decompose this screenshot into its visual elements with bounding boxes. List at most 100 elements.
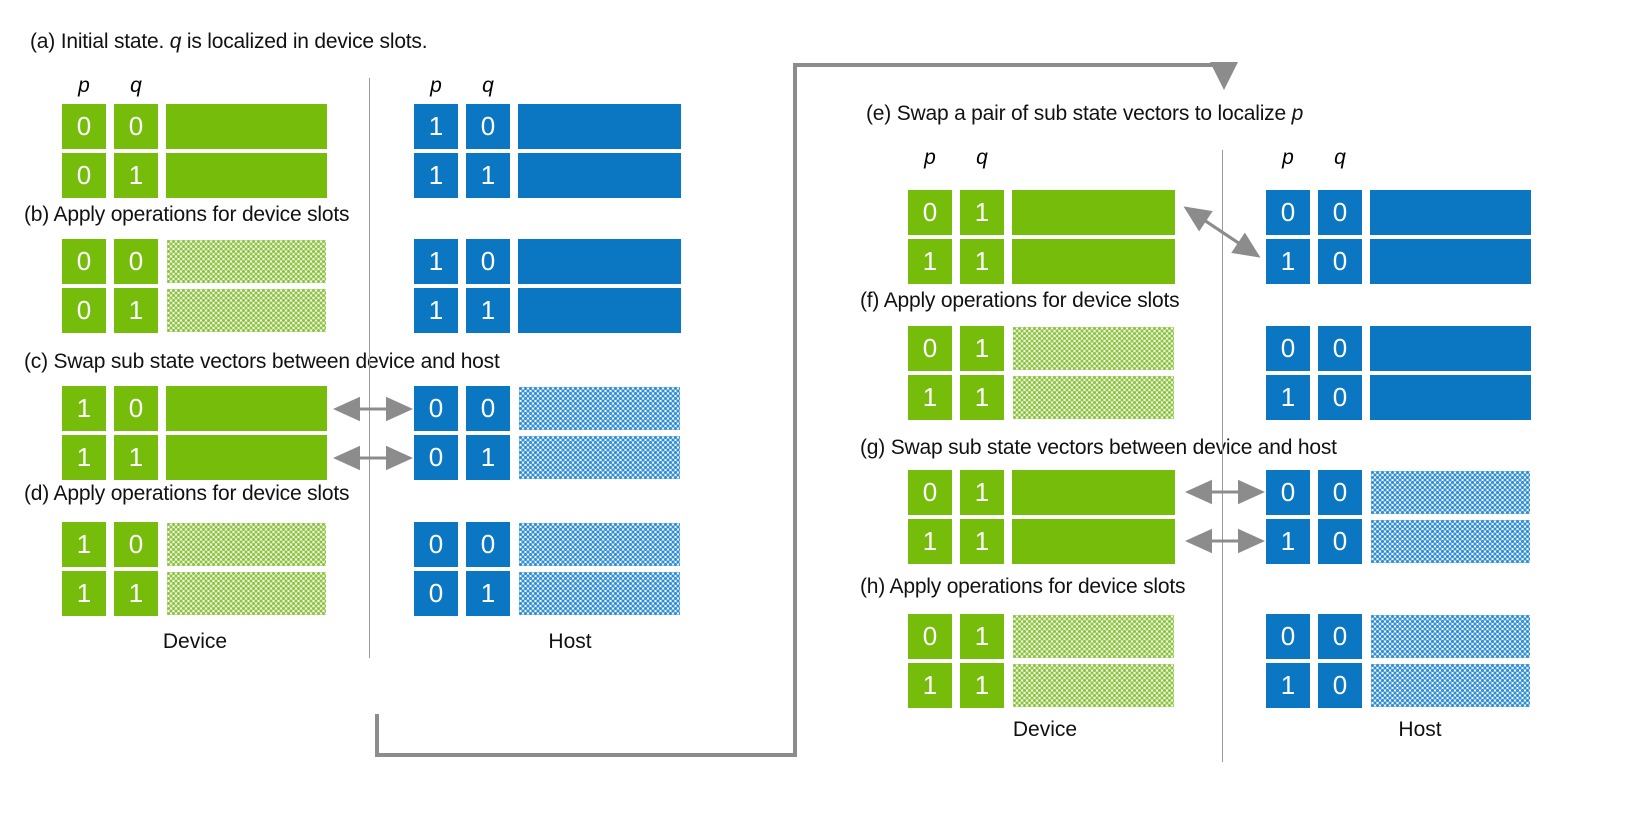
host-bar-hatched (1370, 614, 1531, 659)
device-bar (1012, 239, 1175, 284)
device-bar-hatched (166, 288, 327, 333)
host-bar (1370, 239, 1531, 284)
host-label-right: Host (1398, 718, 1442, 741)
device-bar-hatched (166, 239, 327, 284)
device-cell-q: 1 (960, 614, 1004, 659)
host-cell-p: 0 (414, 435, 458, 480)
device-bar-hatched (1012, 326, 1175, 371)
device-cell-p: 1 (908, 519, 952, 564)
host-cell-p: 1 (414, 104, 458, 149)
device-cell-q: 1 (960, 326, 1004, 371)
device-cell-p: 0 (908, 326, 952, 371)
device-host-divider-right (1222, 150, 1223, 762)
device-bar-hatched (1012, 663, 1175, 708)
host-bar-hatched (1370, 663, 1531, 708)
device-bar (166, 153, 327, 198)
host-bar (1370, 190, 1531, 235)
device-cell-p: 1 (908, 239, 952, 284)
host-cell-q: 0 (1318, 326, 1362, 371)
host-cell-q: 0 (466, 386, 510, 431)
host-cell-p: 1 (414, 239, 458, 284)
panel-caption-h: (h) Apply operations for device slots (860, 575, 1186, 598)
panel-caption-d: (d) Apply operations for device slots (24, 482, 350, 505)
device-cell-p: 0 (62, 104, 106, 149)
panel-caption-a: (a) Initial state. q is localized in dev… (30, 30, 428, 53)
device-cell-q: 0 (114, 522, 158, 567)
device-cell-p: 1 (62, 435, 106, 480)
host-cell-q: 0 (1318, 190, 1362, 235)
host-header-p-a: p (430, 74, 442, 97)
device-bar (1012, 190, 1175, 235)
device-cell-q: 1 (114, 571, 158, 616)
host-cell-p: 0 (414, 522, 458, 567)
host-header-q-e: q (1334, 146, 1346, 169)
device-label-left: Device (162, 630, 228, 653)
host-cell-q: 0 (466, 522, 510, 567)
host-bar (518, 104, 681, 149)
host-bar-hatched (1370, 470, 1531, 515)
host-cell-q: 0 (1318, 375, 1362, 420)
host-cell-p: 1 (414, 153, 458, 198)
host-bar (1370, 375, 1531, 420)
device-bar-hatched (166, 522, 327, 567)
host-bar (1370, 326, 1531, 371)
host-bar-hatched (518, 522, 681, 567)
device-cell-q: 1 (960, 239, 1004, 284)
host-header-p-e: p (1282, 146, 1294, 169)
host-cell-p: 1 (414, 288, 458, 333)
host-bar-hatched (518, 435, 681, 480)
host-cell-q: 1 (466, 153, 510, 198)
host-header-q-a: q (482, 74, 494, 97)
device-cell-q: 1 (960, 519, 1004, 564)
device-label-right: Device (1012, 718, 1078, 741)
host-cell-q: 0 (1318, 614, 1362, 659)
host-cell-p: 0 (414, 386, 458, 431)
device-header-p-a: p (78, 74, 90, 97)
device-cell-p: 1 (62, 386, 106, 431)
device-cell-q: 1 (960, 663, 1004, 708)
device-cell-p: 0 (62, 239, 106, 284)
device-cell-q: 1 (114, 153, 158, 198)
host-bar (518, 153, 681, 198)
panel-caption-c: (c) Swap sub state vectors between devic… (24, 350, 500, 373)
host-cell-q: 1 (466, 571, 510, 616)
device-cell-p: 1 (908, 663, 952, 708)
host-cell-p: 0 (414, 571, 458, 616)
host-bar (518, 288, 681, 333)
host-cell-p: 0 (1266, 190, 1310, 235)
device-cell-p: 0 (908, 190, 952, 235)
device-bar-hatched (1012, 614, 1175, 659)
host-cell-p: 1 (1266, 663, 1310, 708)
host-bar (518, 239, 681, 284)
host-cell-q: 0 (466, 239, 510, 284)
device-header-q-a: q (130, 74, 142, 97)
device-cell-p: 1 (62, 522, 106, 567)
device-bar (166, 386, 327, 431)
panel-caption-b: (b) Apply operations for device slots (24, 203, 350, 226)
host-label-left: Host (548, 630, 592, 653)
device-cell-q: 1 (960, 190, 1004, 235)
device-cell-p: 0 (908, 470, 952, 515)
device-bar-hatched (166, 571, 327, 616)
device-bar-hatched (1012, 375, 1175, 420)
host-cell-q: 0 (1318, 239, 1362, 284)
device-bar (1012, 470, 1175, 515)
device-cell-p: 0 (62, 288, 106, 333)
device-cell-q: 0 (114, 104, 158, 149)
host-bar-hatched (1370, 519, 1531, 564)
device-bar (166, 104, 327, 149)
host-cell-q: 0 (1318, 470, 1362, 515)
device-cell-p: 1 (62, 571, 106, 616)
host-cell-q: 1 (466, 435, 510, 480)
panel-caption-e: (e) Swap a pair of sub state vectors to … (866, 102, 1304, 125)
device-cell-q: 0 (114, 239, 158, 284)
device-header-q-e: q (976, 146, 988, 169)
device-cell-q: 1 (960, 375, 1004, 420)
device-cell-q: 0 (114, 386, 158, 431)
host-cell-p: 1 (1266, 519, 1310, 564)
device-cell-p: 0 (908, 614, 952, 659)
device-cell-p: 0 (62, 153, 106, 198)
host-cell-p: 0 (1266, 614, 1310, 659)
host-bar-hatched (518, 386, 681, 431)
